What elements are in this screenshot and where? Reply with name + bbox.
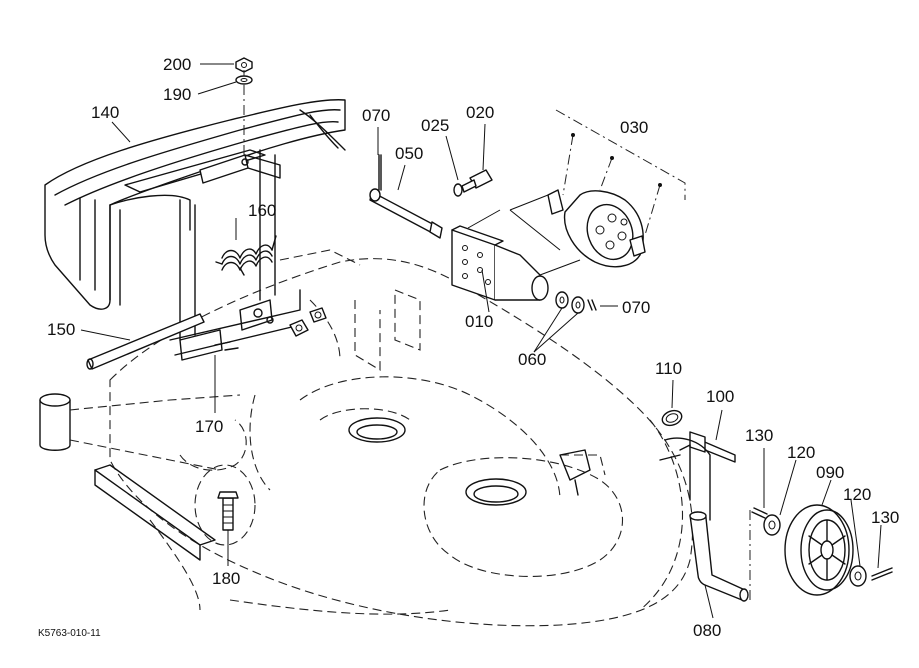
callout-130-right: 130 [871,508,899,527]
callout-030: 030 [620,118,648,137]
callout-140: 140 [91,103,119,122]
callout-020: 020 [466,103,494,122]
ring-110 [661,409,683,427]
reference-code: K5763-010-11 [38,628,101,639]
callout-070-top: 070 [362,106,390,125]
axle-bolt-100 [689,431,736,463]
callout-180: 180 [212,569,240,588]
callout-070-side: 070 [622,298,650,317]
callout-150: 150 [47,320,75,339]
callout-120-left: 120 [787,443,815,462]
callout-200: 200 [163,55,191,74]
wheel-090 [784,504,854,596]
mower-deck [39,249,694,627]
callout-labels: 200 190 140 160 150 170 180 070 050 025 … [38,55,899,640]
rod-050 [369,188,443,239]
callout-170: 170 [195,417,223,436]
bolt-020 [461,169,493,193]
nut-200 [235,57,253,73]
callout-120-right: 120 [843,485,871,504]
callout-160: 160 [248,201,276,220]
callout-100: 100 [706,387,734,406]
axle-080 [689,511,749,602]
callout-110: 110 [655,359,682,378]
callout-060: 060 [518,350,546,369]
callout-025: 025 [421,116,449,135]
pin-130-left [751,507,768,519]
spring-160 [215,235,277,276]
callout-050: 050 [395,144,423,163]
pin-130-right [749,510,893,600]
washer-025 [453,183,463,197]
callout-130-left: 130 [745,426,773,445]
washer-190 [235,70,253,155]
callout-010: 010 [465,312,493,331]
washer-120-right [849,565,867,587]
roller-030-group-frame [509,109,686,276]
washer-120-left [763,514,781,536]
bracket-010 [451,225,549,301]
rod-150 [86,313,205,370]
bolt-180 [217,491,239,531]
callout-080: 080 [693,621,721,640]
pin-070-top [378,154,382,191]
grass-catcher-140 [44,99,346,361]
washers-060 [555,291,585,314]
leader-lines [80,63,882,619]
rear-wheel-bracket [659,437,711,521]
deck-bolts [289,307,327,337]
pin-070-side [587,299,597,311]
roller-030 [547,189,646,268]
callout-190: 190 [163,85,191,104]
callout-090: 090 [816,463,844,482]
